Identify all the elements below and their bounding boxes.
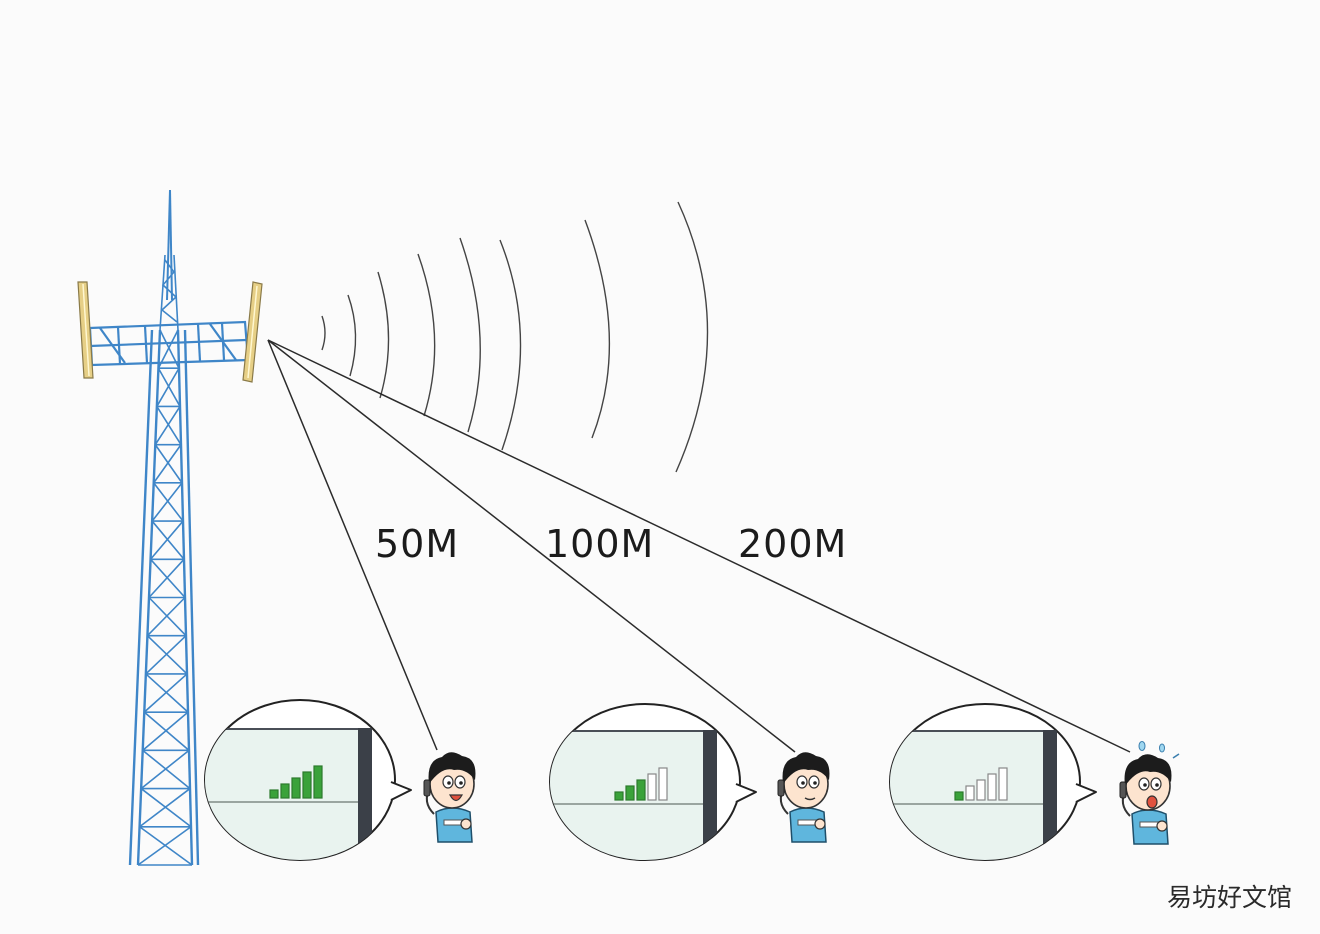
phone-signal-scene <box>889 703 1172 861</box>
distance-label-100m: 100M <box>545 522 655 566</box>
distance-lines <box>267 339 1131 753</box>
phone-screen <box>890 730 1057 860</box>
signal-bar <box>313 765 323 799</box>
distance-line-50m <box>267 339 438 751</box>
magnify-bubble <box>549 703 757 861</box>
signal-bar <box>625 785 635 801</box>
signal-bar <box>976 779 986 801</box>
signal-bar <box>614 791 624 801</box>
phone-signal-scene <box>204 699 476 861</box>
distance-line-200m <box>267 339 1131 753</box>
signal-bar <box>291 777 301 799</box>
phone-screen <box>205 728 372 860</box>
signal-bar <box>647 773 657 801</box>
phone-signal-scene <box>549 703 830 861</box>
magnify-bubble <box>204 699 412 861</box>
signal-bar <box>636 779 646 801</box>
signal-bar <box>965 785 975 801</box>
person-on-phone-icon <box>1119 754 1172 845</box>
watermark: 易坊好文馆 <box>1166 883 1292 912</box>
magnify-bubble <box>889 703 1097 861</box>
signal-bar <box>987 773 997 801</box>
antenna-panel-left <box>77 281 94 379</box>
signal-bar <box>280 783 290 799</box>
distance-label-200m: 200M <box>738 522 848 566</box>
distance-label-50m: 50M <box>375 522 460 566</box>
signal-bars-icon <box>269 765 323 799</box>
sweat-drops-icon <box>1138 741 1180 759</box>
person-on-phone-icon <box>423 752 476 843</box>
signal-bar <box>954 791 964 801</box>
signal-wave-icon <box>321 201 709 473</box>
signal-bar <box>998 767 1008 801</box>
signal-bar <box>269 789 279 799</box>
signal-bars-icon <box>954 767 1008 801</box>
signal-bar <box>658 767 668 801</box>
cell-tower-icon <box>77 189 263 866</box>
distance-line-100m <box>267 339 796 753</box>
person-on-phone-icon <box>777 752 830 843</box>
signal-bars-icon <box>614 767 668 801</box>
signal-bar <box>302 771 312 799</box>
antenna-panel-right <box>242 281 263 383</box>
